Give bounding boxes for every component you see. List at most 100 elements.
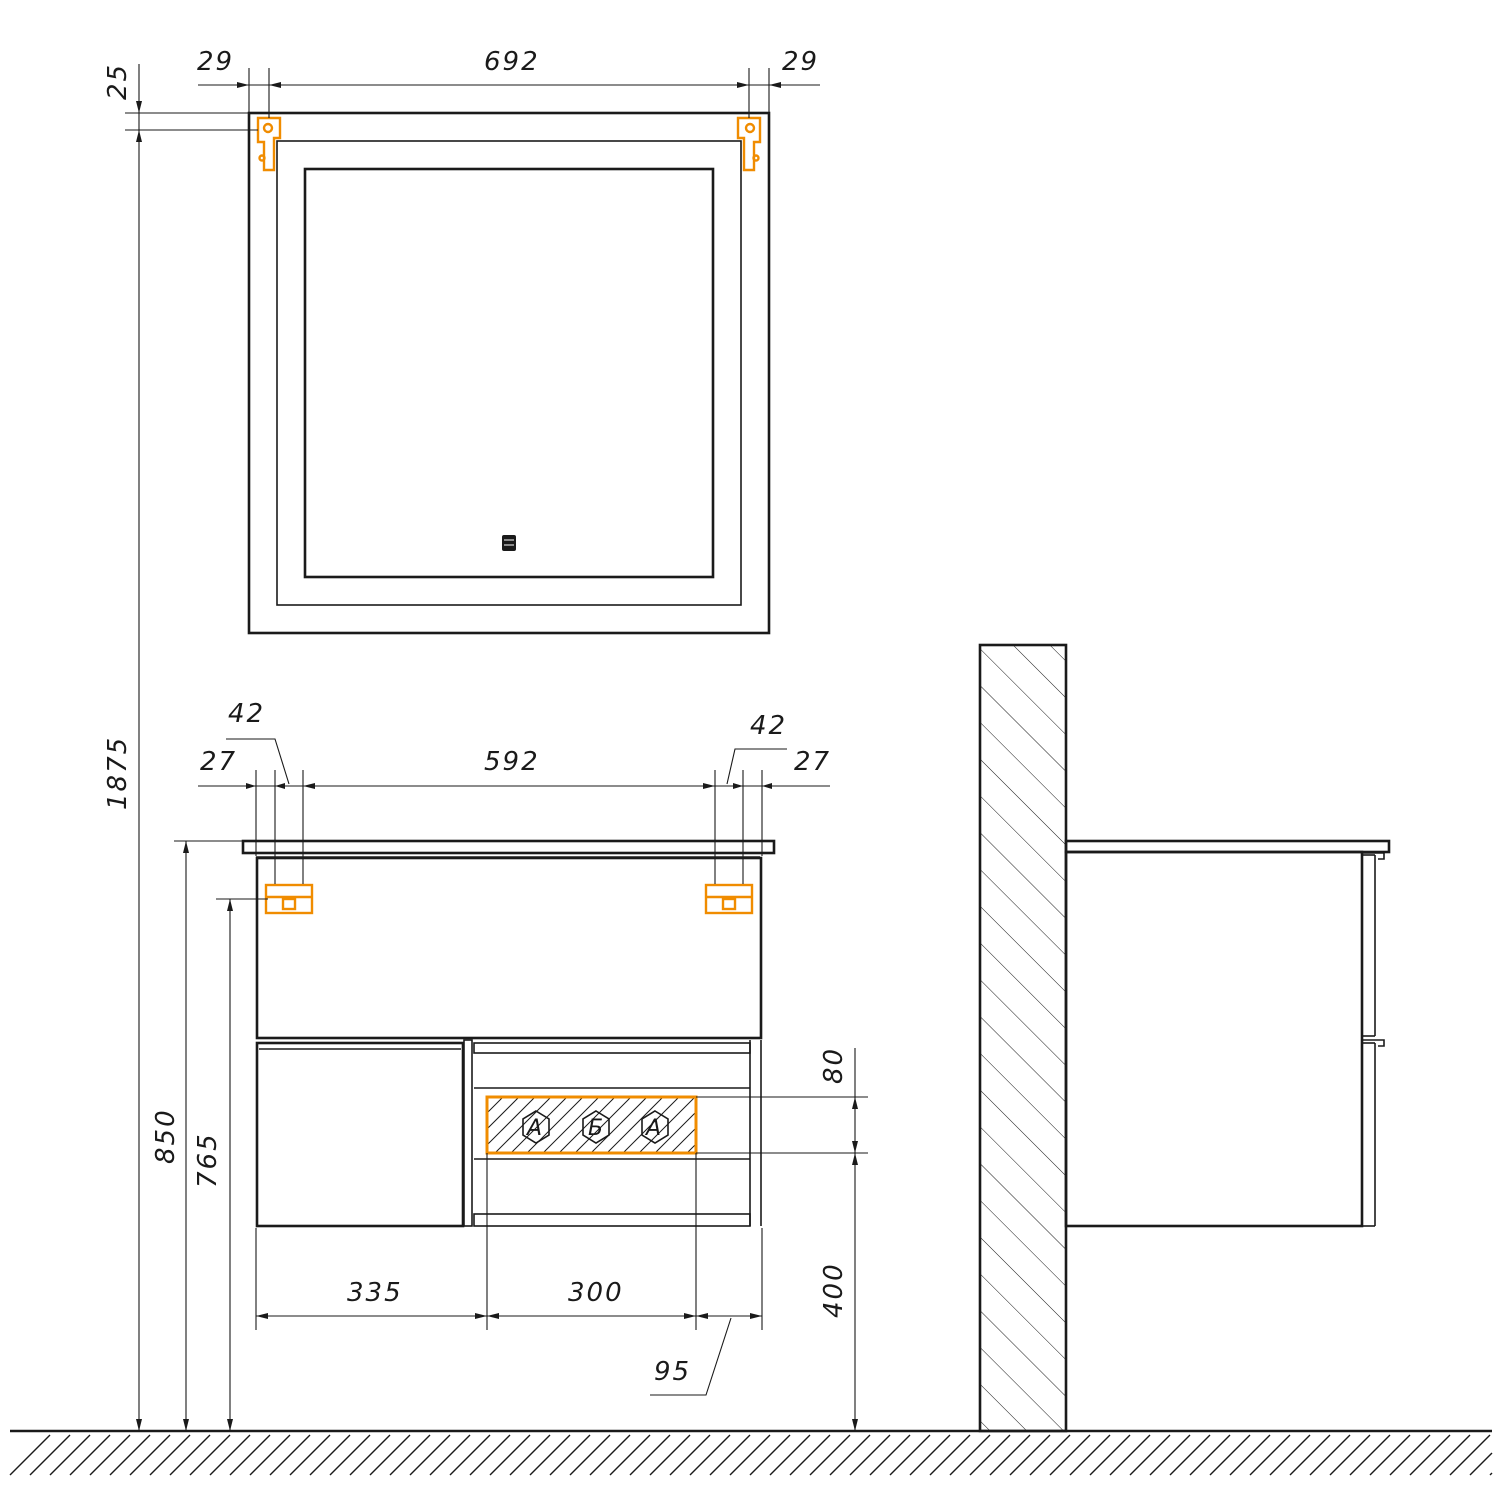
mirror-hanger-left-icon [256,116,282,172]
floor-hatch-line [129,1434,171,1476]
svg-text:A: A [644,1116,661,1141]
dim-right-offset: 95 [654,1357,691,1387]
floor-hatch-line [1369,1434,1411,1476]
dim-top-height: 850 [151,1108,181,1164]
floor-hatch-line [1269,1434,1311,1476]
floor-hatch-line [1069,1434,1111,1476]
dim-cutout-height: 80 [819,1047,849,1084]
floor-hatch-line [289,1434,331,1476]
mirror-hanger-right-icon [736,116,762,172]
floor [9,1429,1493,1476]
floor-hatch-line [49,1434,91,1476]
floor-hatch-line [149,1434,191,1476]
mirror [247,111,771,635]
cabinet-hanger-left-icon [264,883,314,915]
cutout-hatch-line [590,1096,648,1154]
floor-hatch-line [529,1434,571,1476]
dim-cab-edge-right: 27 [794,747,831,777]
floor-hatch-line [409,1434,451,1476]
floor-hatch-line [469,1434,511,1476]
dim-cab-hanger-left: 42 [228,699,265,729]
dim-mirror-left: 29 [197,47,234,77]
dim-cab-width: 592 [484,747,540,777]
floor-hatch-line [1349,1434,1391,1476]
floor-hatch-line [909,1434,951,1476]
floor-hatch-line [769,1434,811,1476]
floor-hatch-line [589,1434,631,1476]
floor-hatch-line [69,1434,111,1476]
floor-hatch-line [709,1434,751,1476]
floor-hatch-line [309,1434,351,1476]
floor-hatch-line [509,1434,551,1476]
floor-hatch-line [249,1434,291,1476]
floor-hatch-line [1009,1434,1051,1476]
cutout-hatch-line [486,1096,520,1130]
floor-hatch-line [969,1434,1011,1476]
cabinet-top-dimensions: 42 27 592 42 27 [198,699,831,884]
floor-hatch-line [989,1434,1031,1476]
dim-cab-hanger-right: 42 [750,711,787,741]
floor-hatch-line [1429,1434,1471,1476]
marker-a-left: A [522,1110,550,1144]
floor-hatch-line [1469,1452,1493,1476]
floor-hatch-line [109,1434,151,1476]
floor-hatch-line [789,1434,831,1476]
marker-b-mid: Б [582,1110,610,1144]
floor-hatch-line [1289,1434,1331,1476]
dim-cab-edge-left: 27 [200,747,237,777]
floor-hatch-line [1209,1434,1251,1476]
cutout-hatch-line [638,1096,696,1154]
cutout-hatch-line [486,1096,504,1114]
dim-total-height: 1875 [103,736,133,810]
floor-hatch-line [449,1434,491,1476]
floor-hatch-line [89,1434,131,1476]
side-view [978,643,1391,1433]
floor-hatch-line [549,1434,591,1476]
dim-mirror-right: 29 [782,47,819,77]
floor-hatch [9,1434,1493,1476]
floor-hatch-line [189,1434,231,1476]
floor-hatch-line [1389,1434,1431,1476]
floor-hatch-line [1089,1434,1131,1476]
floor-hatch-line [609,1434,651,1476]
floor-hatch-line [1249,1434,1291,1476]
mirror-dimensions: 29 692 29 25 1875 [103,47,820,1431]
floor-hatch-line [9,1434,51,1476]
cutout-hatch-line [606,1096,664,1154]
vanity-cabinet: A Б A [241,839,776,1228]
floor-hatch-line [349,1434,391,1476]
floor-hatch-line [29,1434,71,1476]
floor-hatch-line [1489,1472,1493,1476]
floor-hatch-line [849,1434,891,1476]
floor-hatch-line [1129,1434,1171,1476]
cutout-dimensions: 80 400 [696,1047,868,1431]
floor-hatch-line [229,1434,271,1476]
drawer-handle-top-icon [1362,852,1385,860]
cutout-hatch-line [574,1096,632,1154]
cabinet-bottom-dimensions: 335 300 95 [255,1153,763,1396]
dim-cutout-elevation: 400 [819,1262,849,1318]
floor-hatch-line [809,1434,851,1476]
floor-hatch-line [929,1434,971,1476]
cutout-hatch-line [542,1096,600,1154]
floor-hatch-line [649,1434,691,1476]
floor-hatch-line [269,1434,311,1476]
cutout-hatch-line [486,1096,536,1146]
floor-hatch-line [1189,1434,1231,1476]
floor-hatch-line [629,1434,671,1476]
wall-section [978,643,1068,1433]
floor-hatch-line [1449,1434,1491,1476]
floor-hatch-line [1169,1434,1211,1476]
floor-hatch-line [1029,1434,1071,1476]
floor-hatch-line [869,1434,911,1476]
floor-hatch-line [949,1434,991,1476]
floor-hatch-line [489,1434,531,1476]
floor-hatch-line [169,1434,211,1476]
cutout-hatch-line [670,1127,697,1154]
floor-hatch-line [389,1434,431,1476]
floor-hatch-line [1409,1434,1451,1476]
floor-hatch-line [1229,1434,1271,1476]
touch-switch-icon [502,535,516,551]
floor-hatch-line [749,1434,791,1476]
